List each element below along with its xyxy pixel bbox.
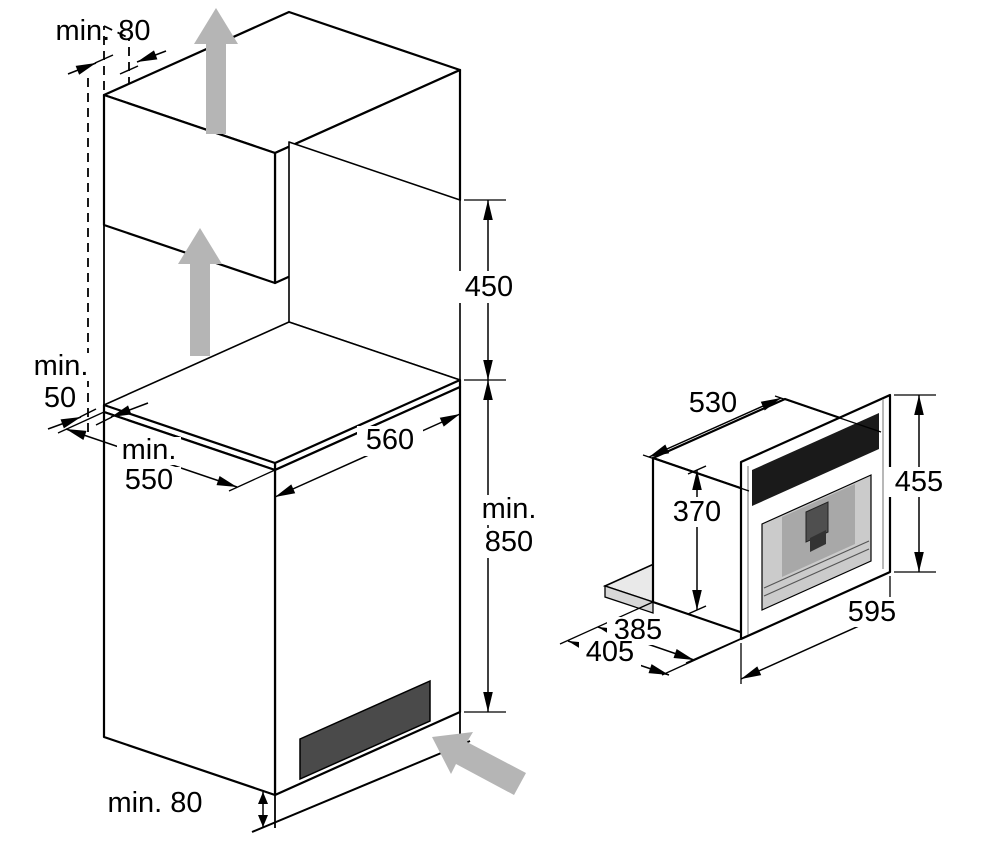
display-panel — [752, 413, 879, 506]
niche-depth-label-line1: min. — [122, 434, 177, 466]
niche-height-label: 450 — [465, 271, 513, 303]
dim-body-width: 530 — [642, 387, 882, 492]
spout-nozzle — [818, 530, 826, 548]
appliance-figure: 530 370 455 595 — [559, 387, 950, 684]
airflow-up-arrow-middle-icon — [178, 228, 222, 356]
dim-niche-depth: min. 550 — [57, 411, 276, 496]
base-plate-side — [604, 585, 654, 614]
rear-clearance-label-line2: 50 — [44, 382, 76, 414]
overall-depth-label: 405 — [586, 636, 634, 668]
vent-grille — [299, 679, 431, 781]
dim-niche-width: 560 — [274, 384, 461, 502]
dim-overall-depth: 405 — [567, 636, 742, 676]
drip-grate-line — [763, 540, 870, 589]
dim-bottom-clearance: min. 80 — [107, 787, 268, 827]
airflow-up-arrow-top-icon — [194, 8, 238, 134]
dim-body-height: 370 — [667, 465, 727, 615]
dim-top-clearance: min. 80 — [55, 15, 167, 75]
cabinet-figure: min. 80 min. 50 min. 550 — [27, 8, 541, 833]
floor-line — [251, 740, 471, 833]
dim-front-width: 595 — [740, 576, 903, 684]
niche-width-label: 560 — [366, 424, 414, 456]
front-height-label: 455 — [895, 466, 943, 498]
duct-top-edge-dashed — [103, 25, 130, 39]
front-width-label: 595 — [848, 596, 896, 628]
height-below-niche-label-line1: min. — [482, 493, 537, 525]
niche-depth-label-line2: 550 — [125, 464, 173, 496]
body-height-label: 370 — [673, 496, 721, 528]
dim-niche-height: 450 — [459, 199, 519, 381]
height-below-niche-label-line2: 850 — [485, 526, 533, 558]
dim-rear-clearance: min. 50 — [27, 350, 149, 430]
drip-grate-line — [763, 548, 870, 597]
body-width-label: 530 — [689, 387, 737, 419]
rear-clearance-label-line1: min. — [34, 350, 89, 382]
top-clearance-label: min. 80 — [55, 15, 150, 47]
dim-height-below-niche: min. 850 — [464, 380, 541, 713]
bottom-clearance-label: min. 80 — [107, 787, 202, 819]
spout-nozzle — [810, 534, 818, 552]
air-intake-arrow-icon — [432, 732, 526, 795]
dim-front-height: 455 — [888, 394, 950, 573]
